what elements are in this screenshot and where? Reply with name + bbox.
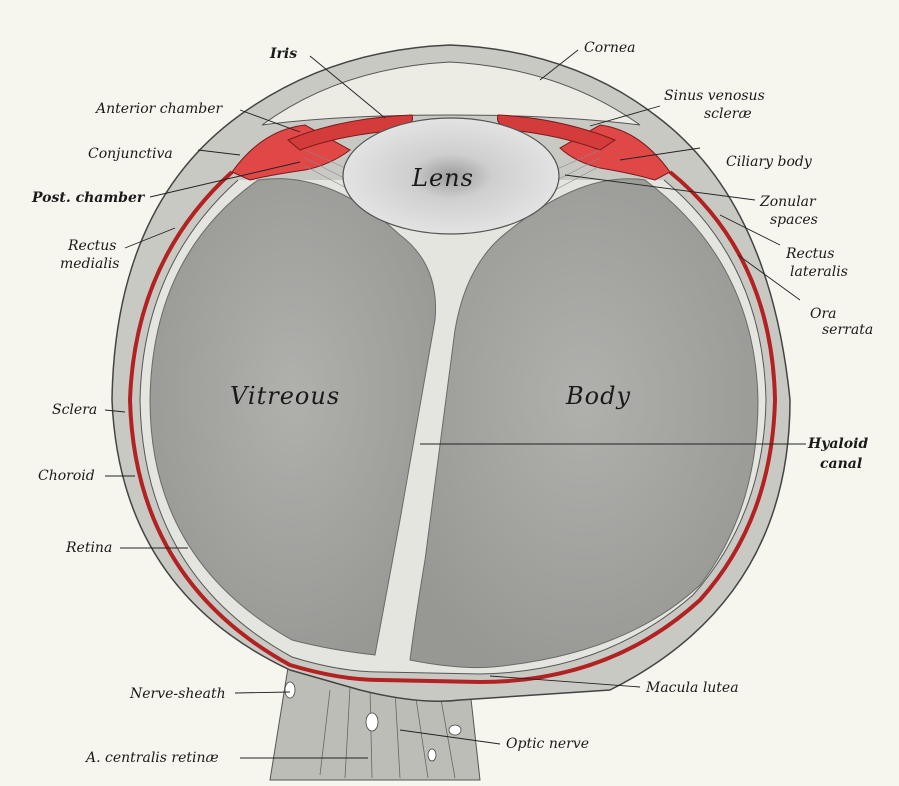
label-optic-nerve: Optic nerve	[506, 736, 589, 752]
label-rectus-medialis-2: medialis	[60, 256, 120, 272]
label-macula-lutea: Macula lutea	[645, 680, 739, 696]
label-retina: Retina	[65, 540, 112, 556]
label-rectus-lateralis-1: Rectus	[785, 246, 835, 262]
label-iris: Iris	[269, 46, 297, 62]
label-ciliary-body: Ciliary body	[726, 154, 813, 170]
label-zonular-2: spaces	[770, 212, 818, 228]
label-hyaloid-2: canal	[820, 456, 862, 472]
label-ora-2: serrata	[822, 322, 873, 338]
label-rectus-medialis-1: Rectus	[67, 238, 117, 254]
label-anterior-chamber: Anterior chamber	[94, 101, 224, 117]
central-artery	[366, 713, 378, 731]
label-body: Body	[565, 382, 631, 410]
label-cornea: Cornea	[584, 40, 635, 56]
label-ora-1: Ora	[810, 306, 837, 322]
label-nerve-sheath: Nerve-sheath	[129, 686, 226, 702]
label-conjunctiva: Conjunctiva	[88, 146, 173, 162]
label-lens: Lens	[411, 164, 474, 192]
label-rectus-lateralis-2: lateralis	[790, 264, 848, 280]
label-zonular-1: Zonular	[759, 194, 817, 210]
label-a-centralis-retinae: A. centralis retinæ	[84, 750, 219, 766]
label-sinus-venosus-2: scleræ	[704, 106, 752, 122]
label-sinus-venosus-1: Sinus venosus	[664, 88, 765, 104]
label-vitreous: Vitreous	[230, 382, 340, 410]
label-choroid: Choroid	[38, 468, 95, 484]
label-hyaloid-1: Hyaloid	[807, 436, 868, 452]
label-sclera: Sclera	[52, 402, 97, 418]
label-post-chamber: Post. chamber	[31, 190, 146, 206]
